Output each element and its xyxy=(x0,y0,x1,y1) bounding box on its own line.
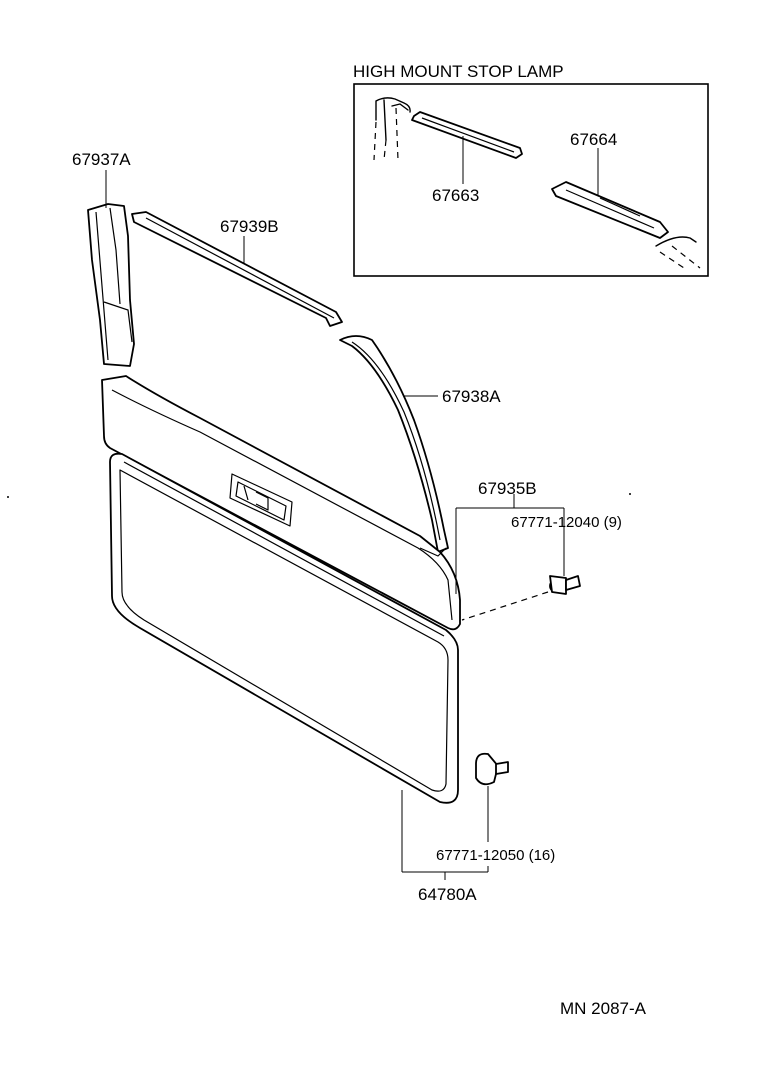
label-67663: 67663 xyxy=(432,186,479,205)
label-67664: 67664 xyxy=(570,130,617,149)
inset-part-67664-shape xyxy=(551,181,669,239)
inset-frame xyxy=(353,83,709,277)
diagram-code: MN 2087-A xyxy=(560,999,647,1018)
bracket-67935B xyxy=(455,494,565,594)
part-67937A-shape xyxy=(87,203,135,367)
part-67939B-shape xyxy=(131,211,343,327)
label-67937A: 67937A xyxy=(72,150,131,169)
label-67939B: 67939B xyxy=(220,217,279,236)
label-67935B: 67935B xyxy=(478,479,537,498)
inset-title: HIGH MOUNT STOP LAMP xyxy=(353,62,564,81)
label-clip-upper: 67771-12040 (9) xyxy=(511,514,622,531)
inset-part-67663-shape xyxy=(411,111,523,159)
inset-high-mount-stop-lamp: HIGH MOUNT STOP LAMP 67663 67664 xyxy=(353,62,709,277)
clip-lower-shape xyxy=(475,752,509,786)
part-67938A-shape xyxy=(339,335,449,553)
clip-upper-shape xyxy=(549,575,581,595)
speck xyxy=(7,496,9,498)
label-64780A: 64780A xyxy=(418,885,477,904)
label-clip-lower: 67771-12050 (16) xyxy=(436,847,555,864)
clip-upper-dashed-leader xyxy=(461,591,549,621)
part-64780A-shape xyxy=(109,452,459,804)
inset-roof-fragment xyxy=(655,236,701,269)
speck xyxy=(629,493,631,495)
bracket-64780A xyxy=(401,790,489,880)
part-67935B-shape xyxy=(101,375,461,631)
inset-pillar-fragment xyxy=(373,97,411,161)
label-67938A: 67938A xyxy=(442,387,501,406)
